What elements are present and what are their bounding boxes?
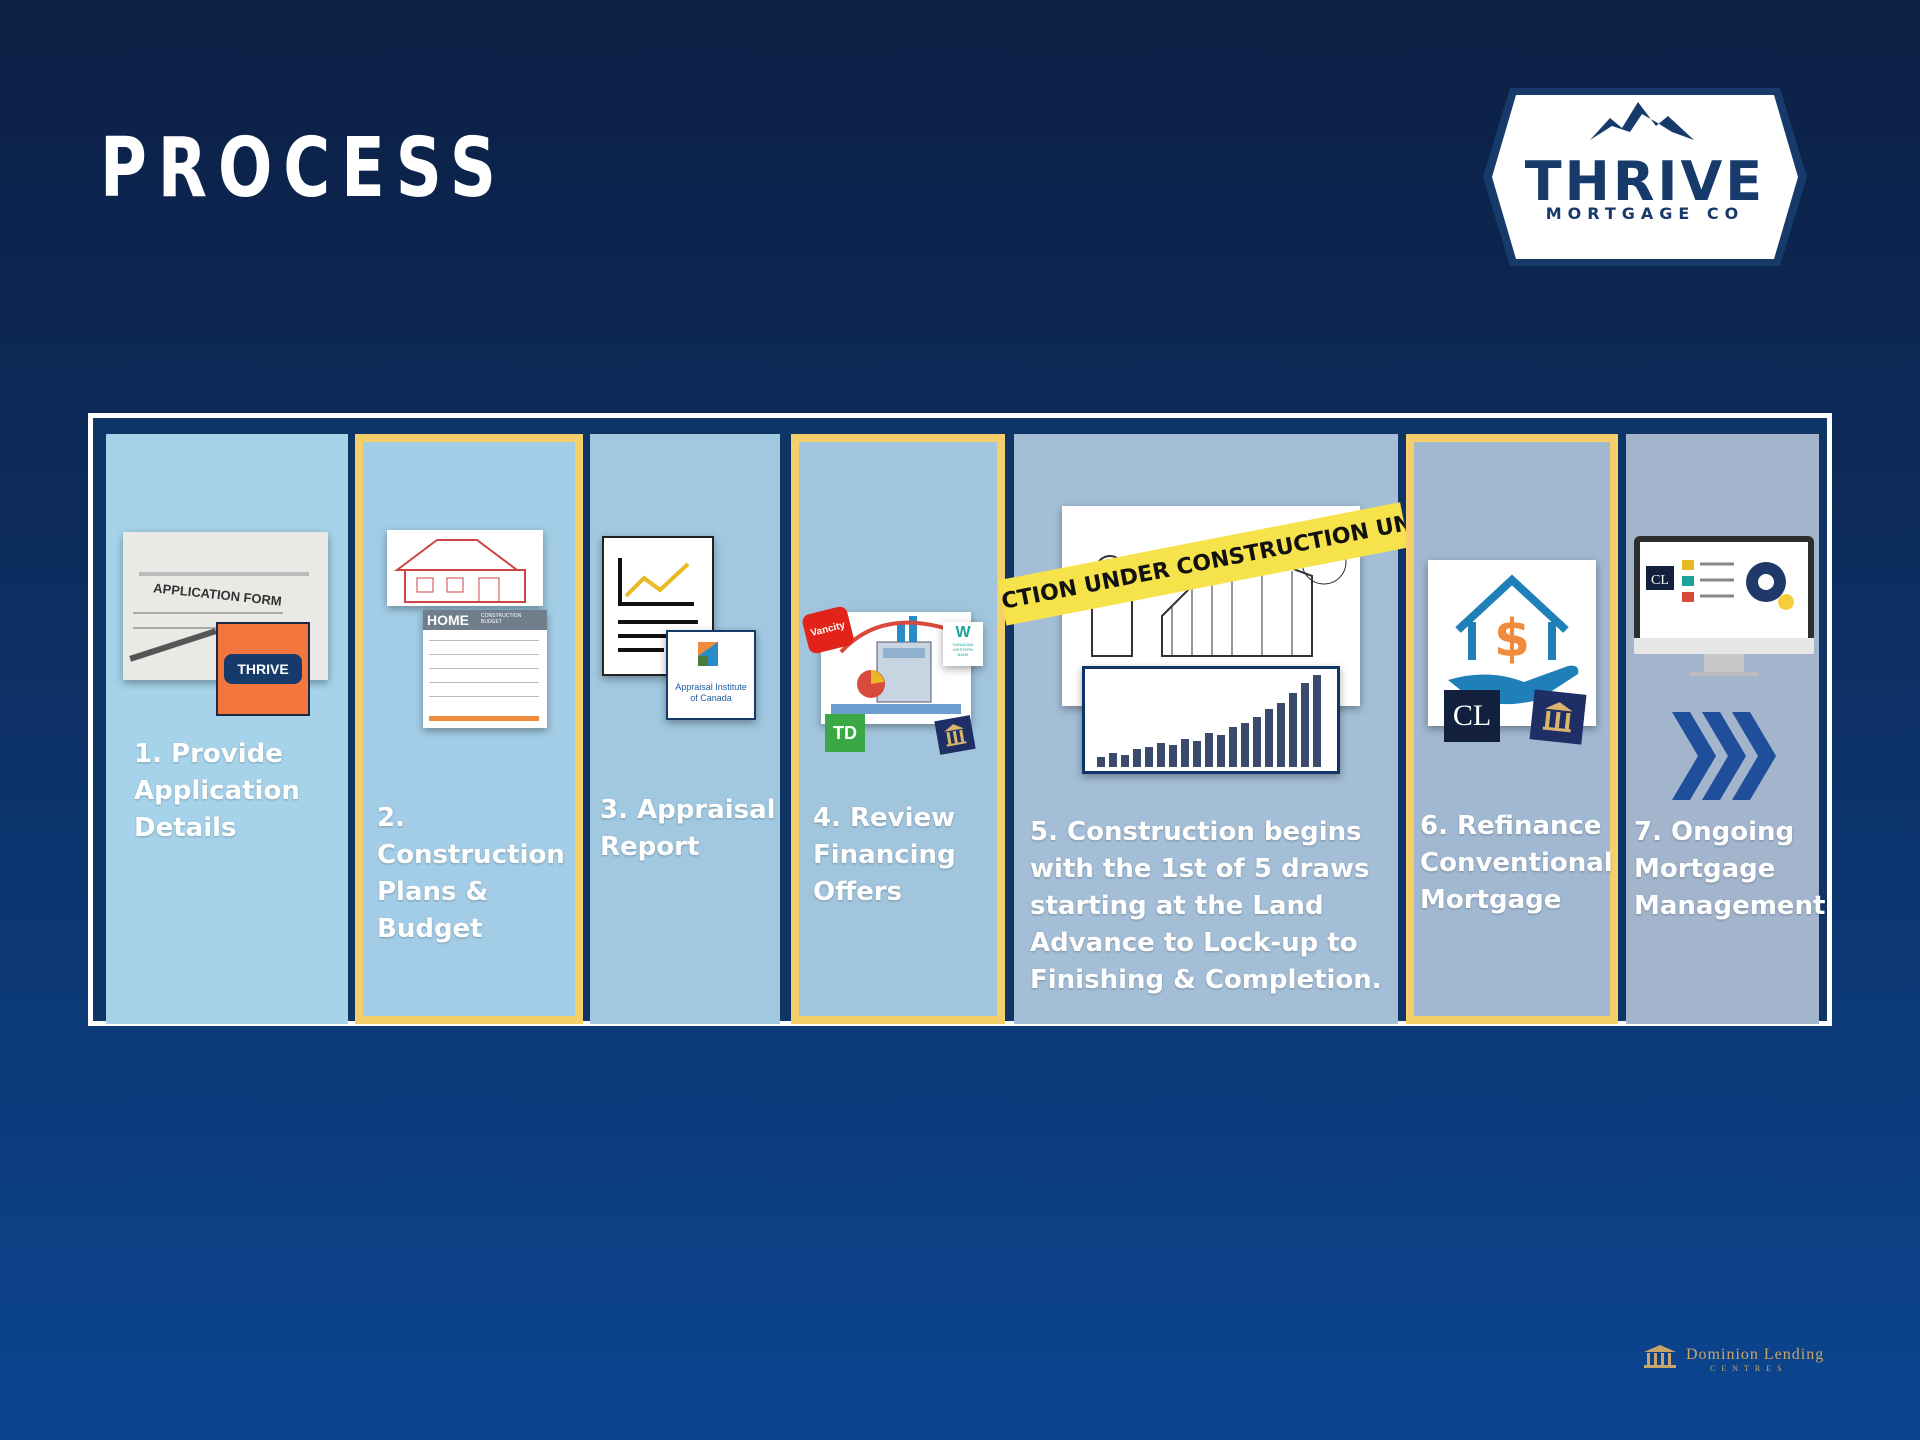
logo-badge-shape [1483,88,1807,266]
dominion-lending-logo: Dominion Lending CENTRES [1640,1342,1840,1373]
step-1-label: 1. Provide Application Details [134,739,300,843]
application-form-text: APPLICATION FORM [152,580,283,609]
appraisal-institute-logo: Appraisal Institute of Canada [666,630,756,720]
growth-bars-icon [1082,666,1340,774]
bank-icon-2 [1529,689,1587,745]
process-strip: APPLICATION FORM THRIVE 1. Provide Appli… [88,413,1832,1026]
step-3: Appraisal Institute of Canada 3. Apprais… [590,434,780,1024]
dominion-lending-text: Dominion Lending [1686,1346,1825,1363]
step-1: APPLICATION FORM THRIVE 1. Provide Appli… [106,434,348,1024]
svg-text:$: $ [1494,609,1530,669]
house-blueprint-icon [387,530,543,606]
computer-dashboard-icon: CL [1634,536,1814,686]
step-2: HOME CONSTRUCTION BUDGET 2. Construction… [355,434,583,1024]
dominion-lending-sub: CENTRES [1710,1364,1788,1373]
chevron-arrows-icon [1668,708,1778,804]
td-logo: TD [825,714,865,752]
logo-main-text: THRIVE [1524,150,1766,213]
budget-title: HOME [427,612,469,628]
page-title: PROCESS [100,121,507,216]
house-dollar-hand-icon: $ [1428,560,1596,726]
step-2-label: 2. Construction Plans & Budget [377,803,565,944]
step-6: $ CL 6. Refinance Conventional Mortgage [1406,434,1618,1024]
budget-sheet-icon: HOME CONSTRUCTION BUDGET [423,610,547,728]
thrive-badge-text: THRIVE [224,654,302,684]
dominion-lending-icon [1644,1345,1676,1368]
thrive-logo: THRIVE MORTGAGE CO [1480,82,1810,272]
step-7-label: 7. Ongoing Mortgage Management [1634,817,1826,921]
thrive-badge-icon: THRIVE [216,622,310,716]
logo-sub-text: MORTGAGE CO [1545,204,1745,223]
step-5-label: 5. Construction begins with the 1st of 5… [1030,817,1382,995]
step-6-label: 6. Refinance Conventional Mortgage [1420,811,1613,915]
step-3-label: 3. Appraisal Report [600,795,776,862]
cl-logo: CL [1444,690,1500,742]
budget-subtitle: CONSTRUCTION BUDGET [481,613,522,625]
appraisal-text: Appraisal Institute of Canada [675,682,747,703]
step-4: Vancity W CANADIAN WESTERN BANK TD 4. Re… [791,434,1005,1024]
step-7: CL 7. Ongoing [1626,434,1825,1024]
bank-icon [934,715,976,755]
canadian-western-bank-logo: W CANADIAN WESTERN BANK [943,622,983,666]
cwb-text: CANADIAN WESTERN BANK [952,642,974,657]
step-4-label: 4. Review Financing Offers [813,803,956,907]
step-5: CTION UNDER CONSTRUCTION UND 5. Construc… [997,434,1409,1024]
growth-bars-svg [1097,675,1321,767]
svg-text:CL: CL [1651,573,1669,588]
